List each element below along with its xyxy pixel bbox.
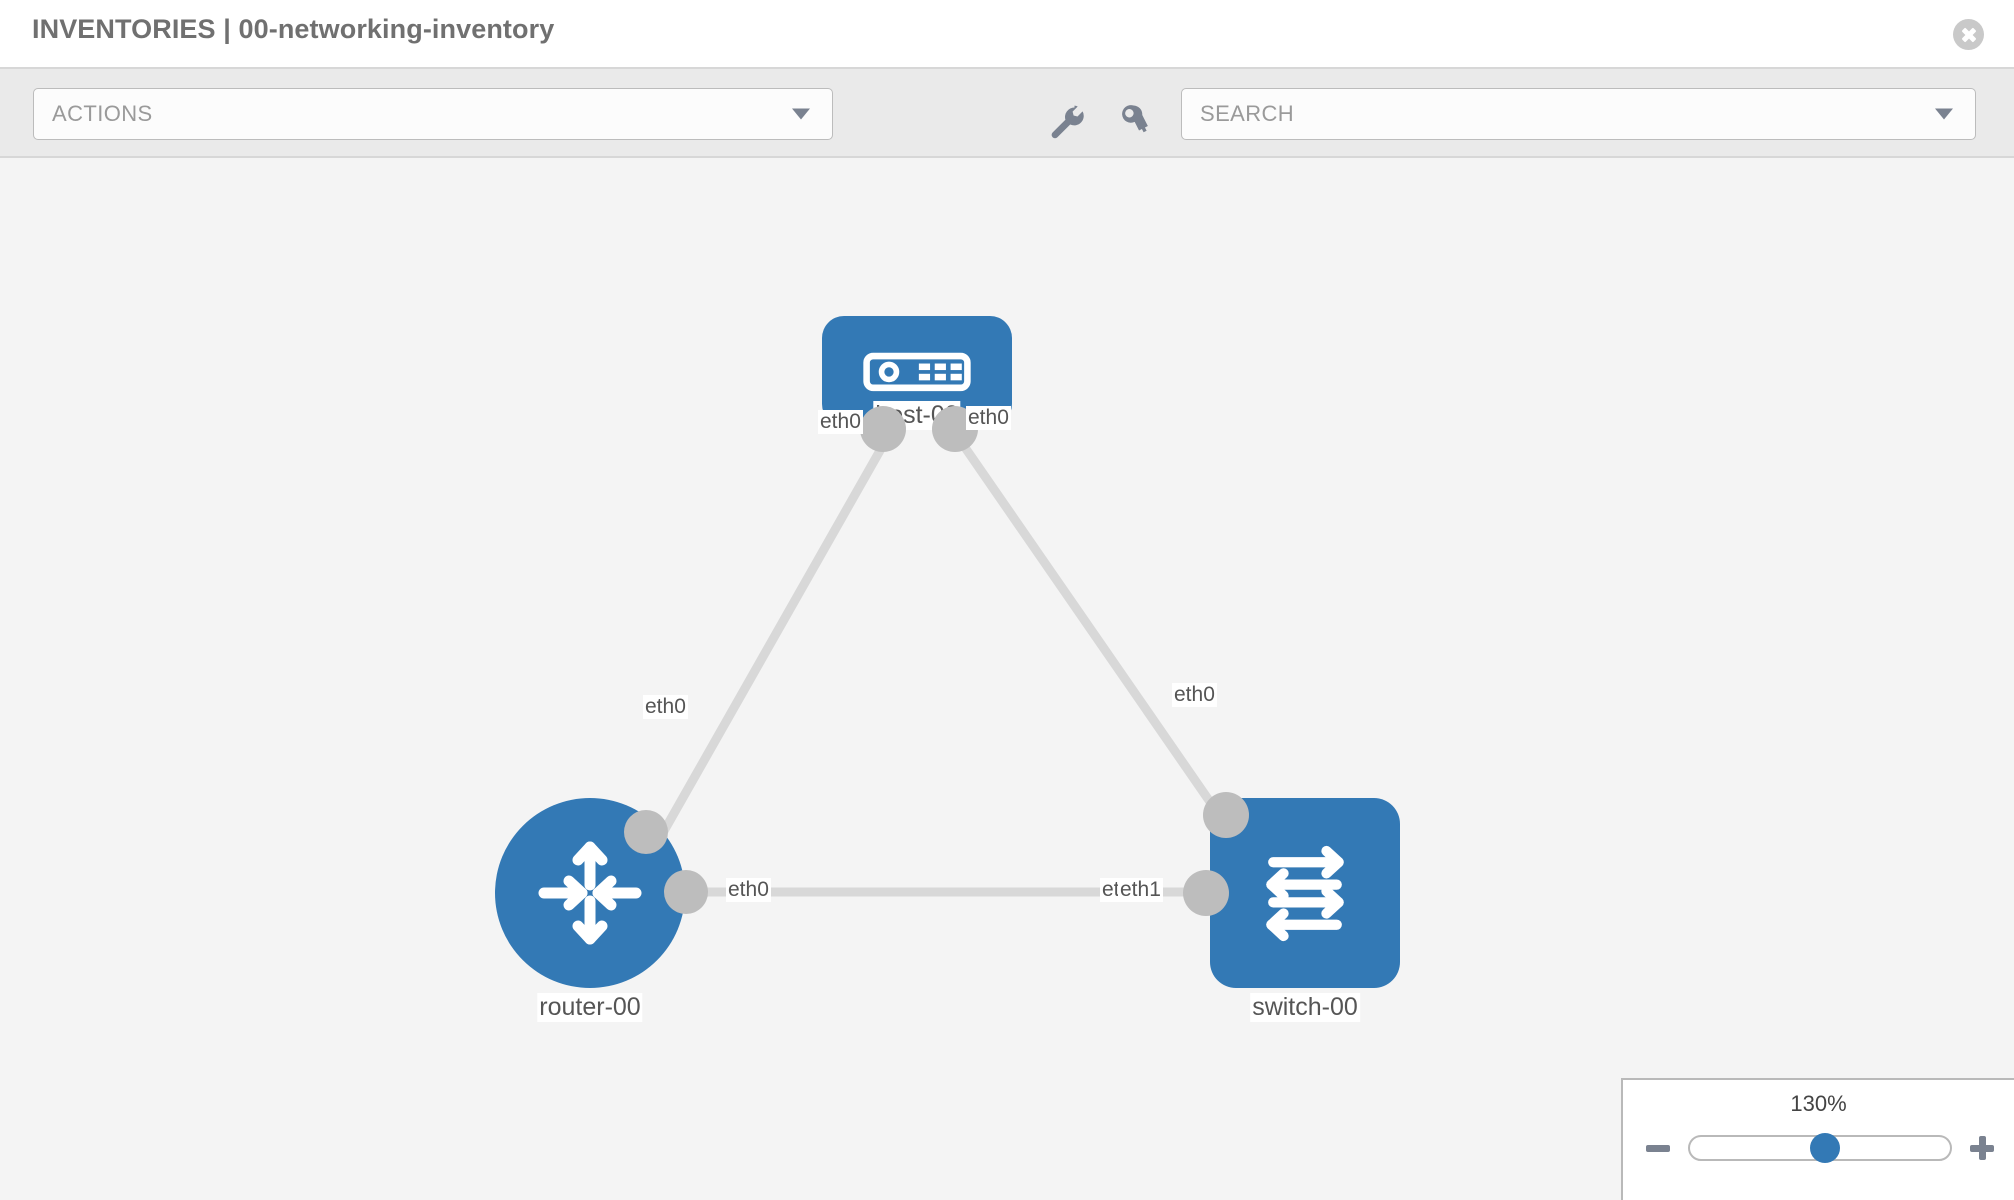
zoom-control-row bbox=[1623, 1128, 2014, 1168]
page-header: INVENTORIES | 00-networking-inventory bbox=[0, 0, 2014, 69]
node-label-router: router-00 bbox=[537, 993, 643, 1022]
search-input[interactable]: SEARCH bbox=[1181, 88, 1976, 140]
iface-label-switch-left-b: eth1 bbox=[1118, 878, 1163, 902]
nub-host-left[interactable] bbox=[860, 406, 906, 452]
nub-switch-up[interactable] bbox=[1203, 792, 1249, 838]
nub-router-up[interactable] bbox=[624, 810, 668, 854]
key-icon[interactable] bbox=[1114, 102, 1154, 142]
iface-label-router-up: eth0 bbox=[643, 695, 688, 719]
iface-label-router-right: eth0 bbox=[726, 878, 771, 902]
zoom-control-panel: 130% bbox=[1621, 1078, 2014, 1200]
router-icon bbox=[538, 841, 642, 945]
iface-label-host-left: eth0 bbox=[818, 410, 863, 434]
topology-canvas[interactable]: host-00 bbox=[0, 158, 2014, 1200]
wrench-icon[interactable] bbox=[1046, 102, 1086, 142]
zoom-slider-thumb[interactable] bbox=[1809, 1133, 1840, 1163]
nub-switch-left[interactable] bbox=[1183, 870, 1229, 916]
iface-label-host-right: eth0 bbox=[966, 406, 1011, 430]
close-icon[interactable] bbox=[1953, 19, 1984, 50]
iface-label-switch-up: eth0 bbox=[1172, 683, 1217, 707]
node-router-00[interactable]: router-00 bbox=[495, 798, 685, 1022]
topology-links bbox=[655, 428, 1240, 897]
chevron-down-icon bbox=[792, 108, 810, 120]
chevron-down-icon bbox=[1935, 108, 1953, 120]
actions-dropdown[interactable]: ACTIONS bbox=[33, 88, 833, 140]
actions-dropdown-label: ACTIONS bbox=[52, 101, 153, 126]
zoom-level-value: 130% bbox=[1790, 1091, 1847, 1116]
nub-router-right[interactable] bbox=[664, 870, 708, 914]
node-label-switch: switch-00 bbox=[1250, 993, 1360, 1022]
router-node-shape bbox=[495, 798, 685, 988]
zoom-in-button[interactable] bbox=[1969, 1136, 1994, 1160]
page-title: INVENTORIES | 00-networking-inventory bbox=[32, 14, 555, 44]
zoom-slider-track[interactable] bbox=[1687, 1133, 1952, 1163]
toolbar: ACTIONS SEARCH bbox=[0, 69, 2014, 158]
link-host-switch bbox=[950, 428, 1240, 843]
switch-icon bbox=[1266, 845, 1344, 942]
zoom-out-button[interactable] bbox=[1645, 1144, 1670, 1152]
link-host-router bbox=[655, 428, 895, 843]
search-placeholder: SEARCH bbox=[1200, 101, 1295, 126]
server-icon bbox=[863, 352, 971, 392]
